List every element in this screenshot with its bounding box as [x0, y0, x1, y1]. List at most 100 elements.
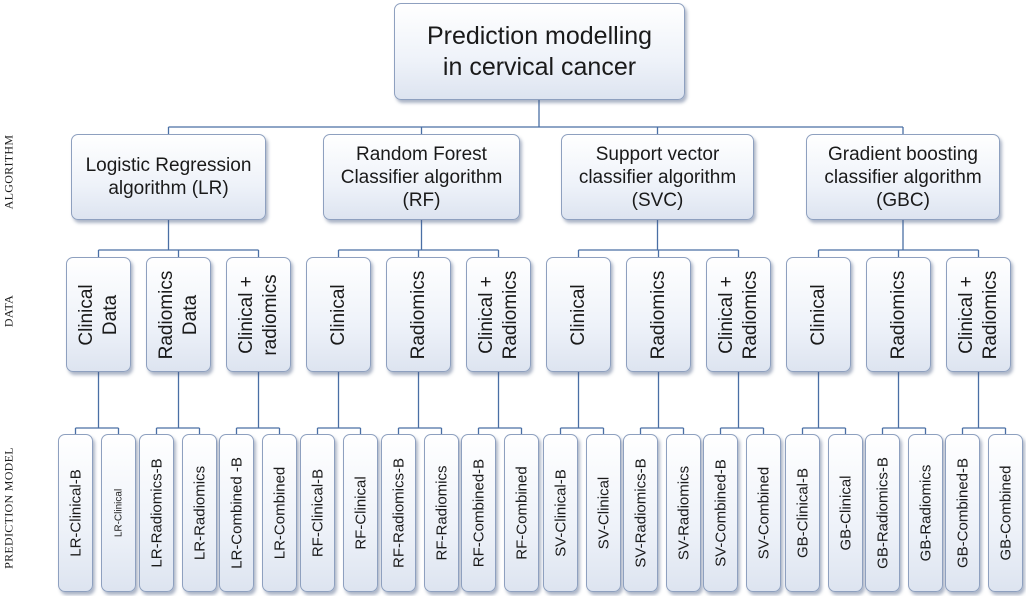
- model-label-12: RF-Combined: [513, 466, 530, 560]
- model-node-14: SV-Clinical: [586, 434, 621, 592]
- data-node-1-line-1: Clinical: [75, 283, 97, 346]
- data-node-12-line-1: Clinical +: [955, 275, 977, 354]
- data-node-11-line-1: Radiomics: [887, 270, 909, 359]
- algorithm-node-1-line-2: algorithm (LR): [108, 178, 229, 199]
- model-label-24: GB-Combined: [997, 465, 1014, 561]
- data-node-6-line-2: Radiomics: [499, 270, 521, 359]
- data-node-7-line-1: Clinical: [567, 283, 589, 346]
- model-label-1: LR-Clinical-B: [67, 469, 84, 557]
- model-label-13: SV-Clinical-B: [552, 469, 569, 557]
- model-node-22: GB-Radiomics: [908, 434, 943, 592]
- model-node-15: SV-Radiomics-B: [623, 434, 658, 592]
- model-label-23: GB-Combined-B: [954, 457, 971, 569]
- data-node-9: Clinical +Radiomics: [706, 257, 771, 372]
- data-node-10-line-1: Clinical: [807, 283, 829, 346]
- model-label-9: RF-Radiomics-B: [390, 457, 407, 569]
- model-node-1: LR-Clinical-B: [58, 434, 93, 592]
- model-node-17: SV-Combined-B: [703, 434, 738, 592]
- model-label-15: SV-Radiomics-B: [632, 458, 649, 568]
- model-node-2: LR-Clinical: [101, 434, 136, 592]
- row-label-algorithm: ALGORITHM: [1, 134, 16, 210]
- model-label-18: SV-Combined: [755, 466, 772, 560]
- root-node: Prediction modelling in cervical cancer: [394, 3, 685, 100]
- data-node-6: Clinical +Radiomics: [466, 257, 531, 372]
- model-node-12: RF-Combined: [504, 434, 539, 592]
- model-label-3: LR-Radiomics-B: [148, 458, 165, 568]
- data-node-12-line-2: Radiomics: [979, 270, 1001, 359]
- model-node-5: LR-Combined -B: [219, 434, 254, 592]
- model-label-6: LR-Combined: [271, 466, 288, 560]
- model-label-2: LR-Clinical: [113, 488, 124, 538]
- model-label-16: SV-Radiomics: [675, 465, 692, 561]
- model-node-13: SV-Clinical-B: [543, 434, 578, 592]
- model-label-8: RF-Clinical: [352, 476, 369, 550]
- model-node-7: RF-Clinical-B: [300, 434, 335, 592]
- model-node-24: GB-Combined: [988, 434, 1023, 592]
- root-title-line-1: Prediction modelling: [426, 21, 653, 50]
- model-node-8: RF-Clinical: [343, 434, 378, 592]
- model-label-10: RF-Radiomics: [433, 465, 450, 561]
- data-node-9-line-2: Radiomics: [739, 270, 761, 359]
- algorithm-node-3-line-3: (SVC): [631, 189, 684, 211]
- algorithm-node-4-line-2: classifier algorithm: [824, 166, 982, 188]
- algorithm-node-2-line-1: Random Forest: [356, 143, 487, 165]
- model-node-11: RF-Combined-B: [461, 434, 496, 592]
- model-node-19: GB-Clinical-B: [785, 434, 820, 592]
- data-node-3: Clinical +radiomics: [226, 257, 291, 372]
- algorithm-node-1-line-1: Logistic Regression: [85, 155, 252, 176]
- algorithm-node-3-line-1: Support vector: [595, 143, 720, 165]
- row-label-prediction-model: PREDICTION MODEL: [1, 447, 16, 569]
- data-node-7: Clinical: [546, 257, 611, 372]
- data-node-8-line-1: Radiomics: [647, 270, 669, 359]
- model-node-4: LR-Radiomics: [182, 434, 217, 592]
- model-label-14: SV-Clinical: [595, 476, 612, 550]
- root-title-line-2: in cervical cancer: [442, 52, 637, 81]
- data-node-5-line-1: Radiomics: [407, 270, 429, 359]
- data-node-9-line-1: Clinical +: [715, 275, 737, 354]
- model-label-11: RF-Combined-B: [470, 458, 487, 568]
- model-node-9: RF-Radiomics-B: [381, 434, 416, 592]
- model-node-23: GB-Combined-B: [945, 434, 980, 592]
- data-node-4: Clinical: [306, 257, 371, 372]
- algorithm-node-2-line-2: Classifier algorithm: [340, 166, 503, 188]
- data-node-8: Radiomics: [626, 257, 691, 372]
- data-node-1-line-2: Data: [99, 294, 121, 335]
- data-node-10: Clinical: [786, 257, 851, 372]
- data-node-5: Radiomics: [386, 257, 451, 372]
- row-label-data: DATA: [1, 294, 16, 328]
- model-node-10: RF-Radiomics: [424, 434, 459, 592]
- model-label-21: GB-Radiomics-B: [874, 457, 891, 569]
- model-node-3: LR-Radiomics-B: [139, 434, 174, 592]
- data-node-2-line-2: Data: [179, 294, 201, 335]
- model-node-21: GB-Radiomics-B: [865, 434, 900, 592]
- algorithm-node-4-line-3: (GBC): [876, 189, 930, 211]
- model-label-5: LR-Combined -B: [228, 457, 245, 569]
- data-node-11: Radiomics: [866, 257, 931, 372]
- model-label-22: GB-Radiomics: [917, 464, 934, 562]
- data-node-3-line-1: Clinical +: [235, 275, 257, 354]
- algorithm-node-4-line-1: Gradient boosting: [827, 143, 978, 165]
- model-node-20: GB-Clinical: [828, 434, 863, 592]
- model-label-19: GB-Clinical-B: [794, 467, 811, 559]
- data-node-4-line-1: Clinical: [327, 283, 349, 346]
- algorithm-node-3-line-2: classifier algorithm: [578, 166, 737, 188]
- data-node-12: Clinical +Radiomics: [946, 257, 1011, 372]
- model-node-16: SV-Radiomics: [666, 434, 701, 592]
- model-label-17: SV-Combined-B: [712, 459, 729, 567]
- data-node-6-line-1: Clinical +: [475, 275, 497, 354]
- model-label-7: RF-Clinical-B: [309, 468, 326, 558]
- model-node-6: LR-Combined: [262, 434, 297, 592]
- model-node-18: SV-Combined: [746, 434, 781, 592]
- algorithm-node-2-line-3: (RF): [402, 189, 441, 211]
- model-label-20: GB-Clinical: [837, 475, 854, 551]
- data-node-3-line-2: radiomics: [259, 273, 281, 356]
- model-label-4: LR-Radiomics: [191, 465, 208, 561]
- data-node-2-line-1: Radiomics: [155, 270, 177, 359]
